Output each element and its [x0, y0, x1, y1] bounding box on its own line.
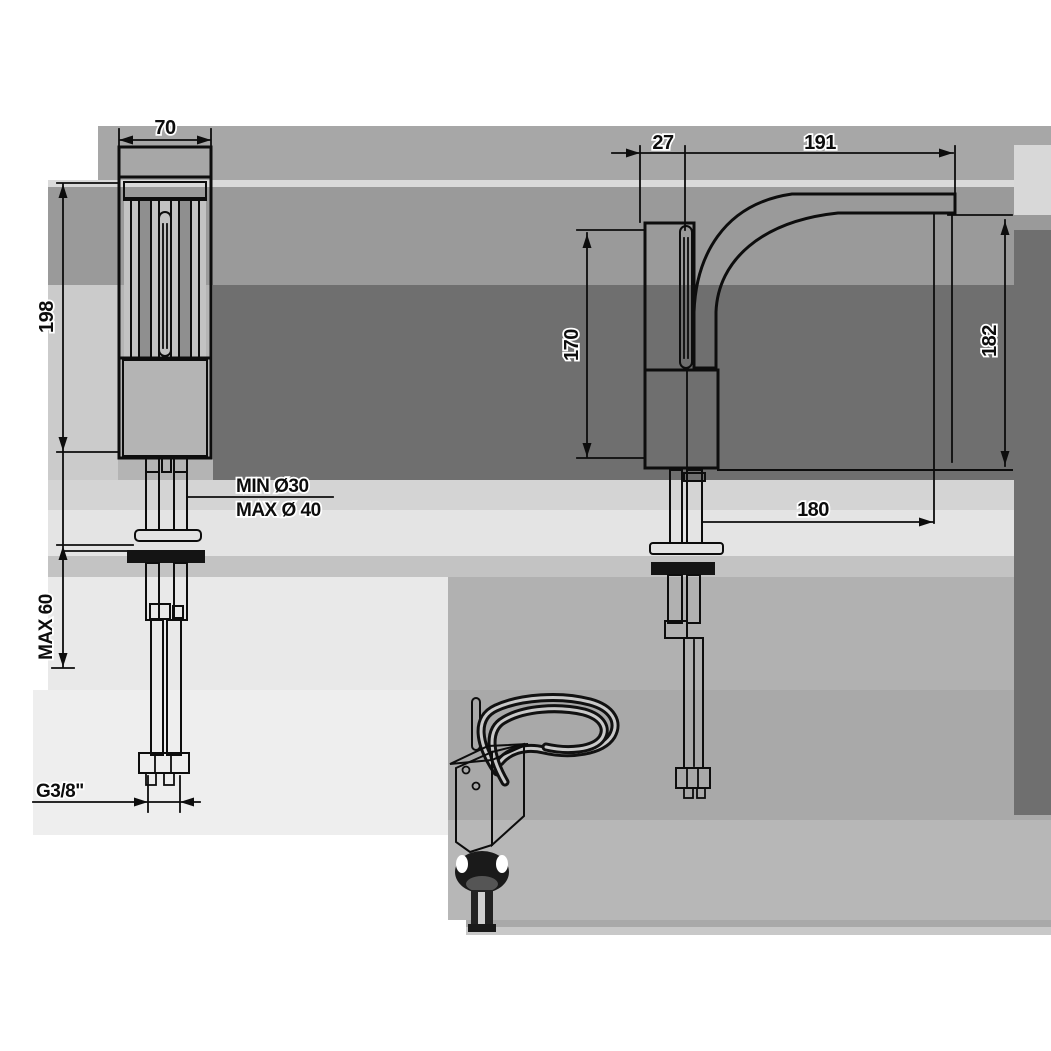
side-mounting-nut: [664, 620, 688, 639]
detail-hoses: [476, 692, 620, 787]
detail-body-front: [455, 750, 493, 854]
side-view: [643, 192, 1013, 799]
dim-spout-reach: 191: [804, 132, 836, 154]
side-deck-flange: [649, 542, 724, 555]
front-below-deck: [138, 562, 190, 786]
dimension-annotations: 70 198 MAX 60 MIN Ø30 MAX Ø 40 G3/8" 27 …: [32, 115, 1013, 813]
front-lower-body: [122, 359, 208, 457]
front-handle-slats: [123, 199, 207, 359]
note-hole-min: MIN Ø30: [236, 476, 309, 497]
front-counter-section: [127, 550, 205, 563]
side-below-deck: [649, 469, 724, 799]
dim-front-height: 198: [36, 301, 58, 333]
side-counter-section: [651, 562, 715, 575]
dim-max-counter: MAX 60: [36, 594, 57, 660]
dim-spout-height: 182: [979, 325, 1001, 357]
detail-body-side: [491, 742, 525, 848]
front-collar-band: [123, 181, 207, 199]
note-hole-max: MAX Ø 40: [236, 500, 321, 521]
front-deck-flange: [134, 529, 202, 542]
dim-side-offset: 27: [652, 132, 674, 154]
detail-nut: [455, 851, 509, 893]
flexible-hose-detail: [449, 692, 620, 932]
dim-connection-thread: G3/8": [36, 781, 84, 802]
dim-front-width: 70: [154, 117, 176, 139]
detail-top-plate: [449, 743, 529, 765]
dim-body-height: 170: [561, 329, 583, 361]
dim-reach-at-deck: 180: [797, 499, 829, 521]
front-view: [62, 145, 213, 786]
front-lever: [158, 211, 172, 357]
side-lever: [679, 225, 693, 369]
